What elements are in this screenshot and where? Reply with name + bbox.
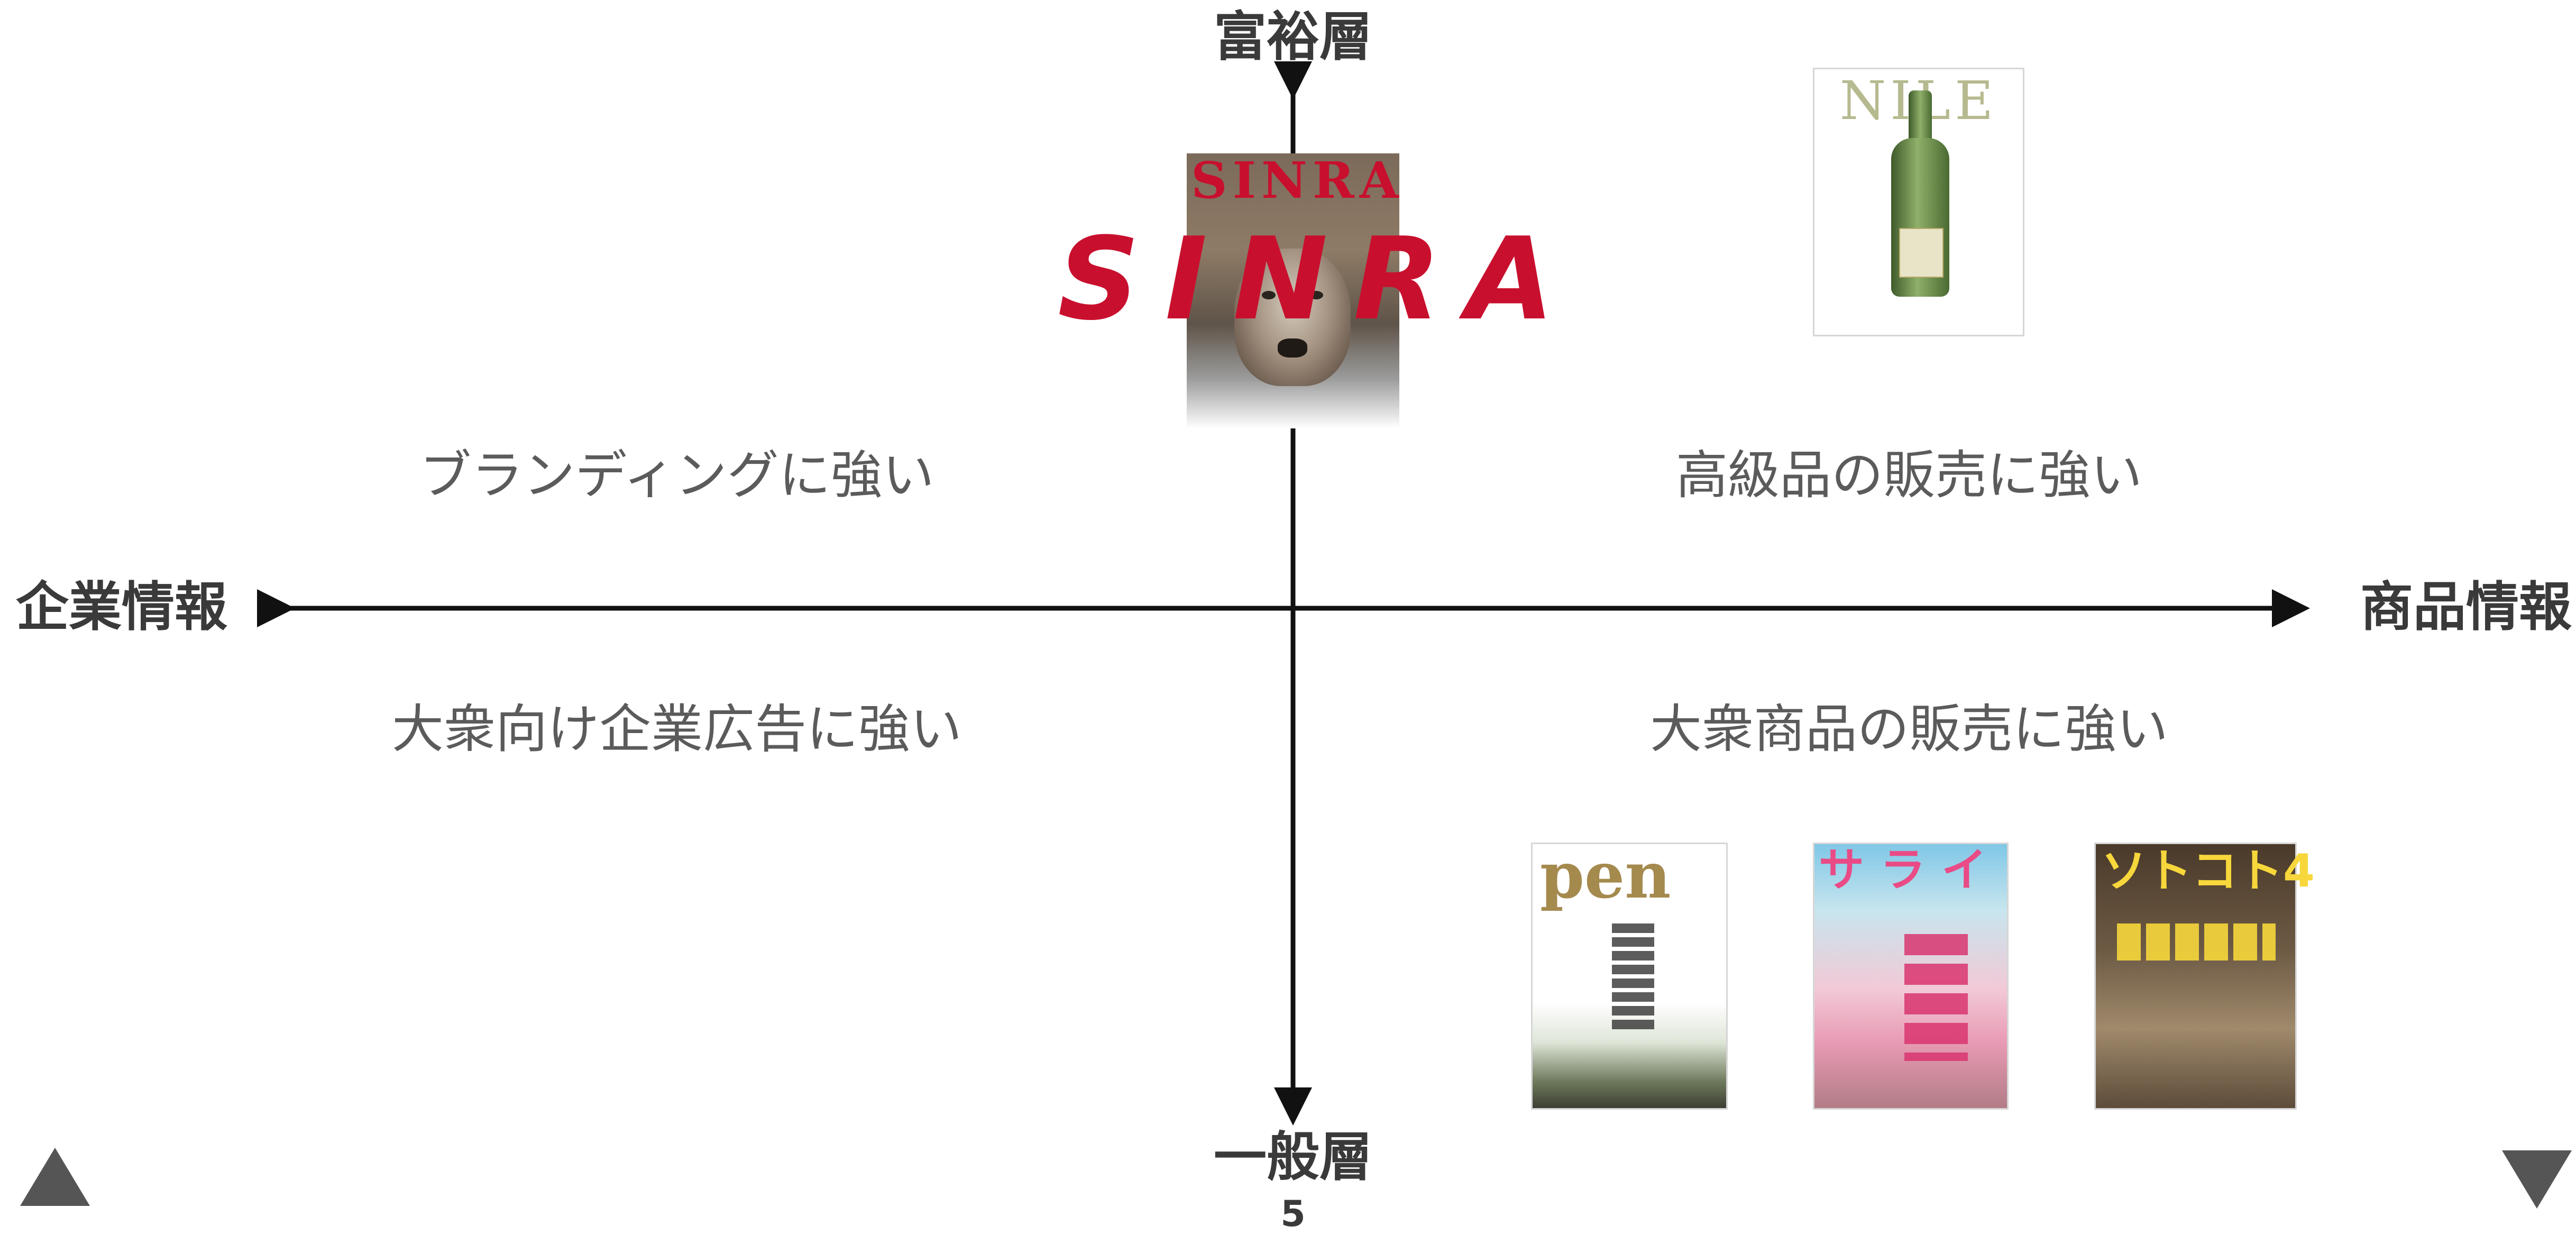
page-number: 5 bbox=[1280, 1193, 1306, 1235]
quadrant-top-left-text: ブランディングに強い bbox=[419, 445, 934, 506]
axis-label-wealthy: 富裕層 bbox=[1214, 6, 1372, 68]
pen-magazine-cover: pen bbox=[1531, 843, 1728, 1110]
axis-label-corporate-info: 企業情報 bbox=[16, 576, 227, 638]
axis-label-general: 一般層 bbox=[1214, 1126, 1372, 1188]
sinra-magazine-cover: SINRA bbox=[1187, 153, 1399, 428]
bottle-label bbox=[1899, 228, 1944, 278]
sotokoto-cover-title: ソトコト4 bbox=[2101, 845, 2315, 898]
sinra-cover-title: SINRA bbox=[1191, 151, 1404, 210]
pen-cover-title: pen bbox=[1540, 838, 1671, 913]
nile-magazine-cover: NILE bbox=[1813, 68, 2024, 336]
quadrant-bottom-right-text: 大衆商品の販売に強い bbox=[1649, 699, 2169, 760]
sotokoto-subtitle-block bbox=[2117, 923, 2276, 960]
sotokoto-magazine-cover: ソトコト4 bbox=[2094, 843, 2315, 1110]
axis-label-product-info: 商品情報 bbox=[2360, 576, 2572, 638]
wolf-nose bbox=[1278, 339, 1307, 358]
wolf-photo bbox=[1234, 249, 1351, 386]
quadrant-bottom-left-text: 大衆向け企業広告に強い bbox=[391, 699, 962, 760]
serai-cover-title: サライ bbox=[1819, 844, 2003, 896]
sinra-logo: SINRA bbox=[1058, 222, 1554, 349]
wolf-eye bbox=[1309, 291, 1323, 299]
wolf-eye bbox=[1262, 291, 1276, 299]
triangle-down-icon[interactable] bbox=[2502, 1150, 2572, 1209]
pen-headline-block bbox=[1612, 923, 1654, 1029]
quadrant-top-right-text: 高級品の販売に強い bbox=[1675, 445, 2143, 506]
triangle-up-icon[interactable] bbox=[20, 1148, 90, 1206]
serai-headline-block bbox=[1904, 934, 1968, 1061]
sinra-logo-text: SINRA bbox=[1058, 213, 1580, 345]
serai-magazine-cover: サライ bbox=[1813, 843, 2009, 1110]
